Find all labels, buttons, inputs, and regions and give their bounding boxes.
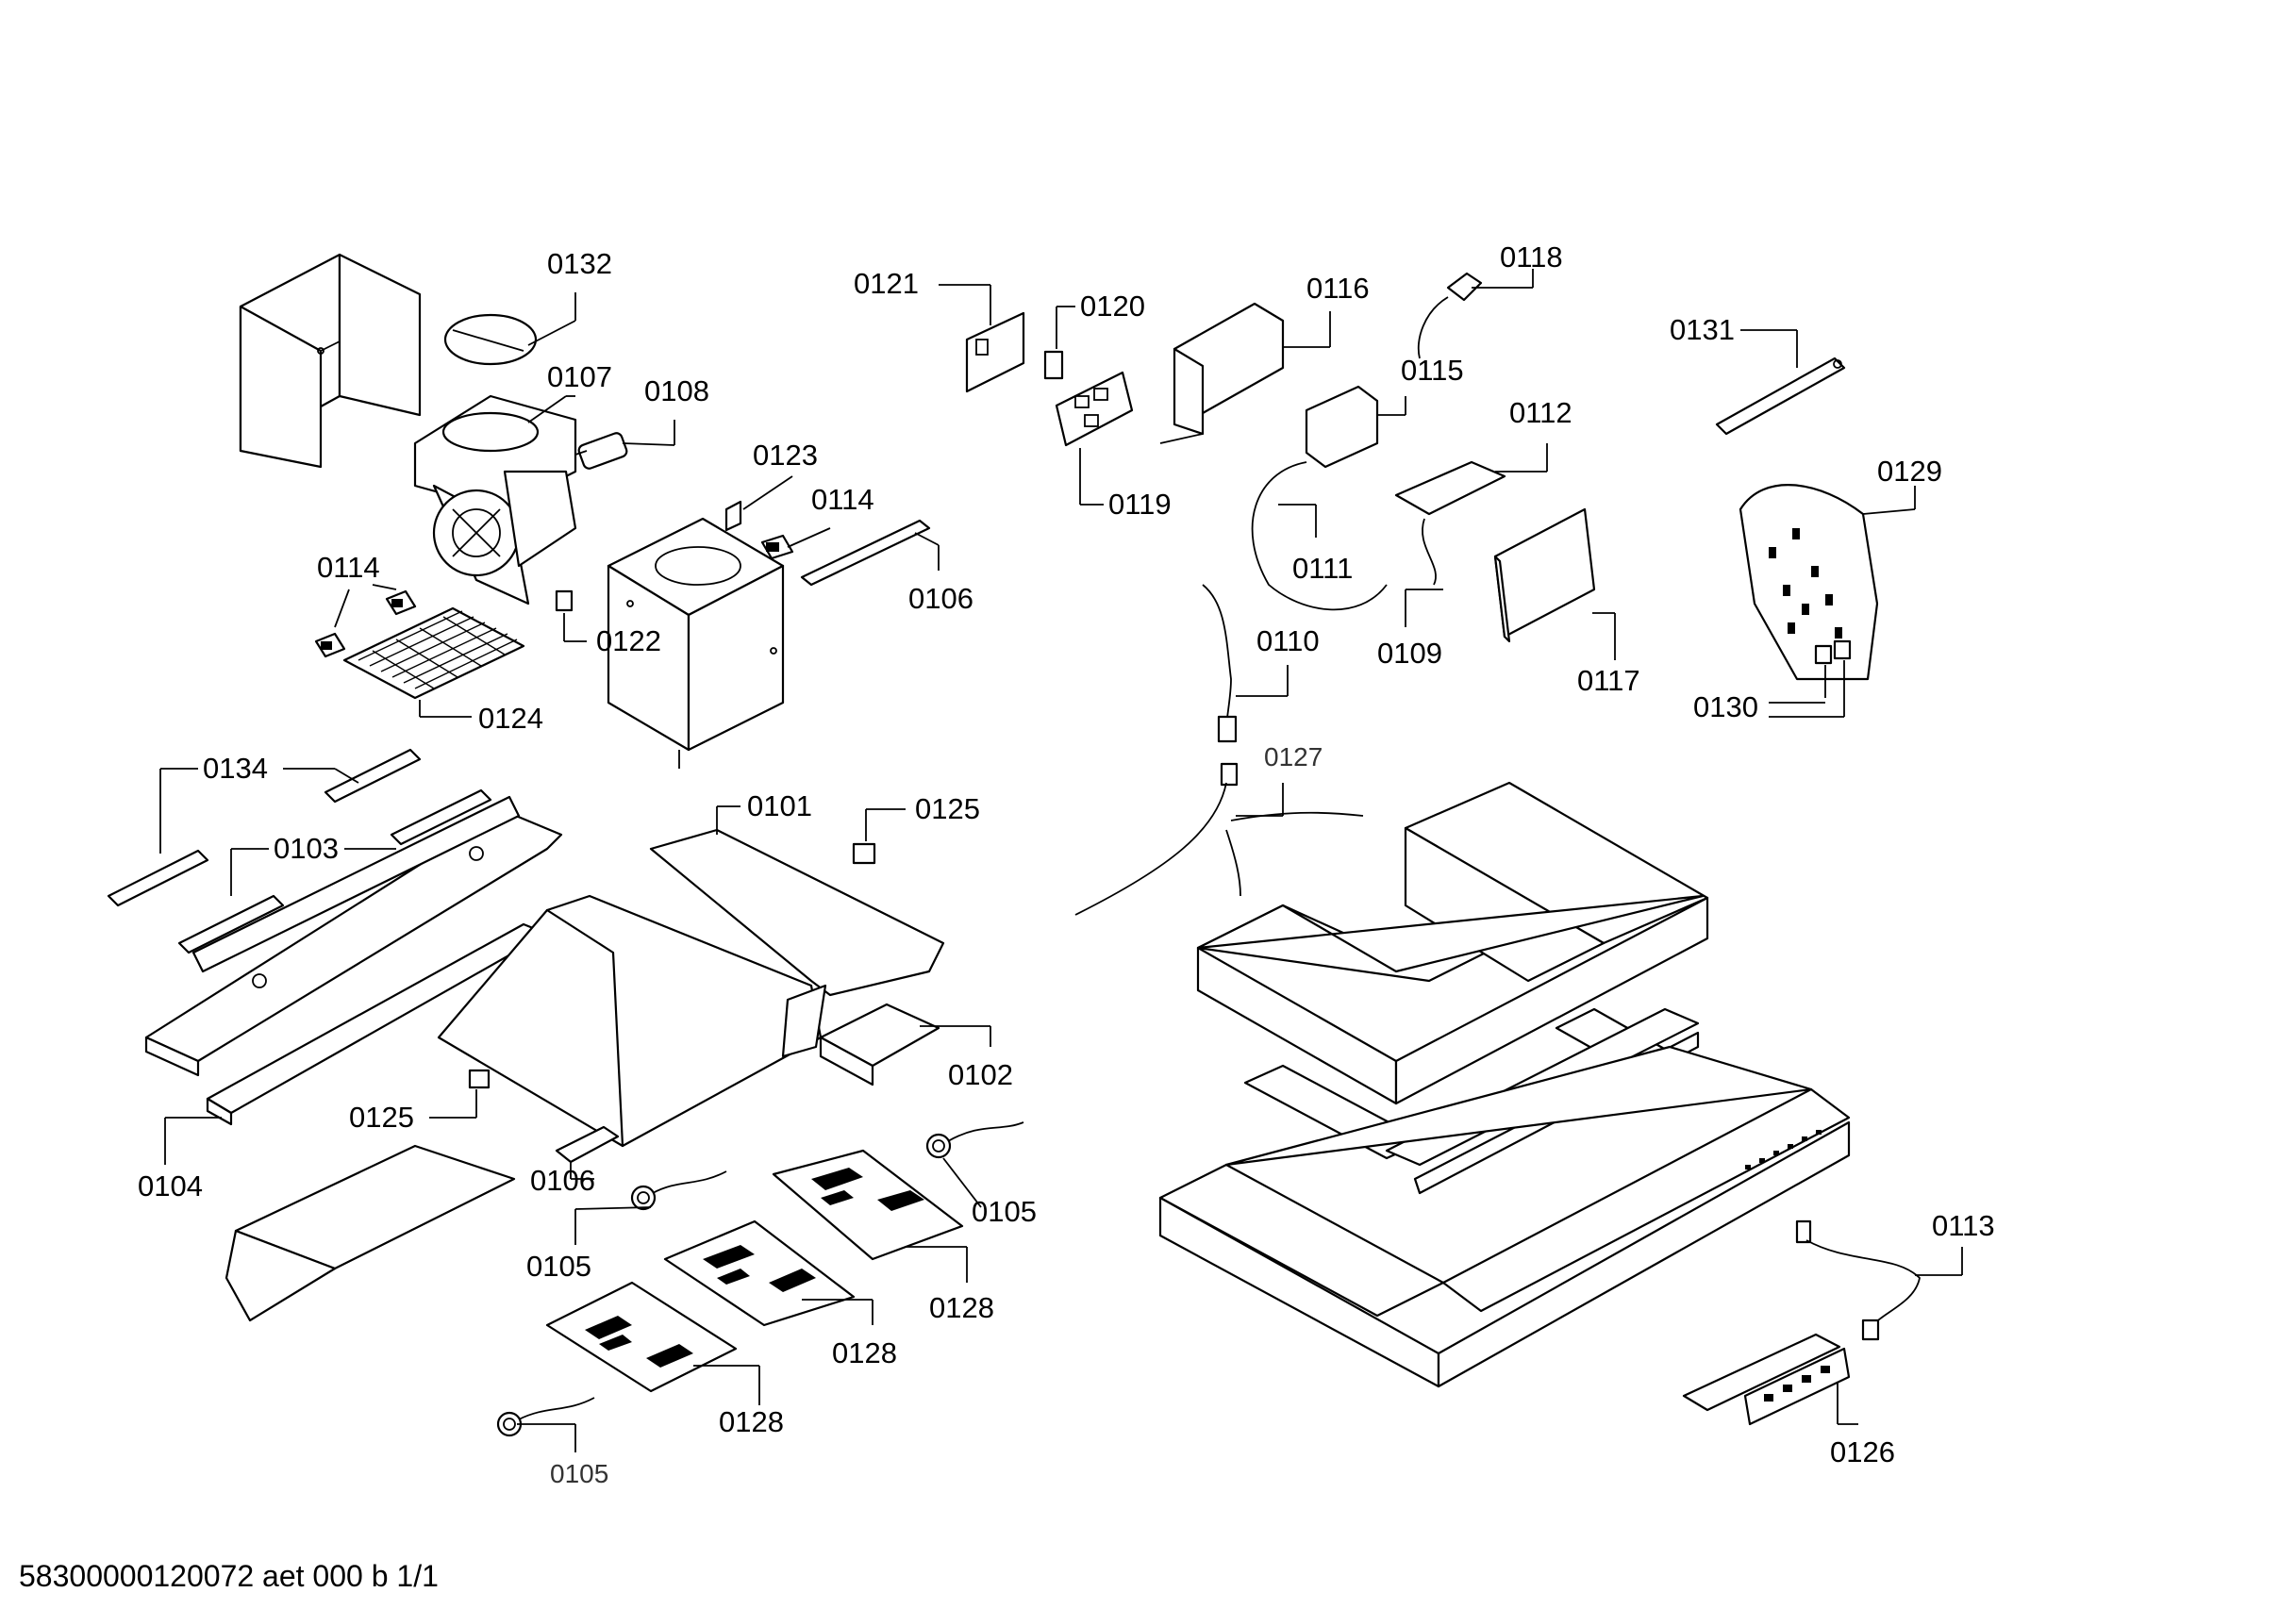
label-0119: 0119 [1108, 488, 1172, 521]
label-0106-lower: 0106 [530, 1164, 595, 1197]
part-0124-filter-grid [342, 606, 525, 718]
part-0122-clip [555, 589, 587, 642]
part-0128-filter-top [772, 1149, 968, 1283]
label-0125-lower: 0125 [349, 1101, 414, 1134]
part-0119-circuit-board [1055, 371, 1134, 506]
label-0105-right: 0105 [972, 1195, 1037, 1228]
label-0127: 0127 [1264, 742, 1323, 771]
label-0117: 0117 [1577, 664, 1640, 697]
label-0128-middle: 0128 [832, 1336, 897, 1369]
label-0109: 0109 [1377, 637, 1442, 670]
label-0129: 0129 [1877, 455, 1942, 488]
part-0105-lamp-middle [574, 1170, 727, 1245]
label-0103: 0103 [274, 832, 339, 865]
part-0109-wire [1405, 518, 1443, 627]
label-0101: 0101 [747, 789, 812, 822]
part-0131-bar [1715, 329, 1846, 436]
part-0125-clip-lower [429, 1069, 491, 1119]
part-bottom-hood [1158, 1045, 1851, 1388]
part-0121-plate [939, 284, 1025, 393]
label-0121: 0121 [854, 267, 919, 300]
label-0120: 0120 [1080, 290, 1145, 323]
part-0101-hood-body [437, 805, 945, 1148]
label-0102: 0102 [948, 1058, 1013, 1091]
label-0125-upper: 0125 [915, 792, 980, 825]
label-0126: 0126 [1830, 1435, 1895, 1468]
part-0110-power-cable [1202, 584, 1289, 743]
part-0132-ring-clamp [443, 292, 576, 366]
part-0105-lamp-lower [496, 1397, 595, 1452]
label-0113: 0113 [1932, 1209, 1995, 1242]
label-0112: 0112 [1509, 396, 1572, 429]
label-0110: 0110 [1256, 624, 1320, 657]
part-0111-cable [1251, 461, 1388, 611]
label-0122: 0122 [596, 624, 661, 657]
part-0130-switches [1769, 639, 1852, 718]
label-0104: 0104 [138, 1169, 203, 1203]
part-0104-motor-box [607, 517, 785, 769]
label-0105-middle: 0105 [526, 1250, 591, 1283]
part-0120-switch [1043, 306, 1075, 380]
part-0115-transformer [1305, 385, 1406, 469]
part-0132-chimney-cover [239, 253, 422, 469]
part-0102-bracket [819, 1003, 991, 1086]
part-0103-rail [144, 795, 563, 1077]
part-0128-filter-bottom [545, 1281, 760, 1405]
part-0108-motor-capacitor [574, 420, 675, 470]
part-0118-plug [1417, 269, 1534, 359]
part-0113-ribbon-cable [1795, 1219, 1963, 1341]
part-0127-wire-harness [1074, 762, 1364, 916]
part-0128-filter-middle [663, 1219, 873, 1327]
label-0118: 0118 [1500, 241, 1563, 274]
part-filter-panel [225, 1144, 516, 1322]
label-0132: 0132 [547, 247, 612, 280]
label-0108: 0108 [644, 374, 709, 407]
label-0124: 0124 [478, 702, 543, 735]
label-0114-left: 0114 [317, 551, 380, 584]
part-0117-board [1493, 507, 1616, 660]
label-0123: 0123 [753, 439, 818, 472]
part-0107-fan-housing [413, 394, 577, 605]
part-0123-bracket [724, 475, 793, 532]
label-0130: 0130 [1693, 690, 1758, 723]
part-0106-strip-lower [555, 1125, 620, 1180]
label-0105-lower: 0105 [550, 1459, 608, 1488]
part-0126-switch-bracket [1682, 1333, 1858, 1426]
part-0116-cover [1159, 302, 1331, 444]
label-0131: 0131 [1670, 313, 1735, 346]
part-0114-clips-left [314, 584, 417, 658]
label-0115: 0115 [1401, 354, 1464, 387]
part-0112-ballast [1394, 443, 1548, 516]
label-0116: 0116 [1306, 272, 1370, 305]
document-id-footer: 58300000120072 aet 000 b 1/1 [19, 1559, 439, 1593]
label-0114-upper: 0114 [811, 483, 874, 516]
part-0114-clip-upper [760, 527, 831, 560]
label-0106-upper: 0106 [908, 582, 973, 615]
part-0129-control-panel [1739, 484, 1916, 681]
part-0134-seal-strips [107, 748, 492, 907]
label-0128-top: 0128 [929, 1291, 994, 1324]
part-top-cover-panel [1196, 781, 1709, 1105]
part-0105-lamp-right [925, 1121, 1024, 1208]
label-0128-bottom: 0128 [719, 1405, 784, 1438]
label-0134: 0134 [203, 752, 268, 785]
label-0111: 0111 [1292, 552, 1353, 585]
label-0107: 0107 [547, 360, 612, 393]
part-0125-clip-upper [852, 808, 906, 865]
part-0106-strip-upper [800, 519, 940, 587]
part-0103-gasket-strip [177, 848, 396, 954]
